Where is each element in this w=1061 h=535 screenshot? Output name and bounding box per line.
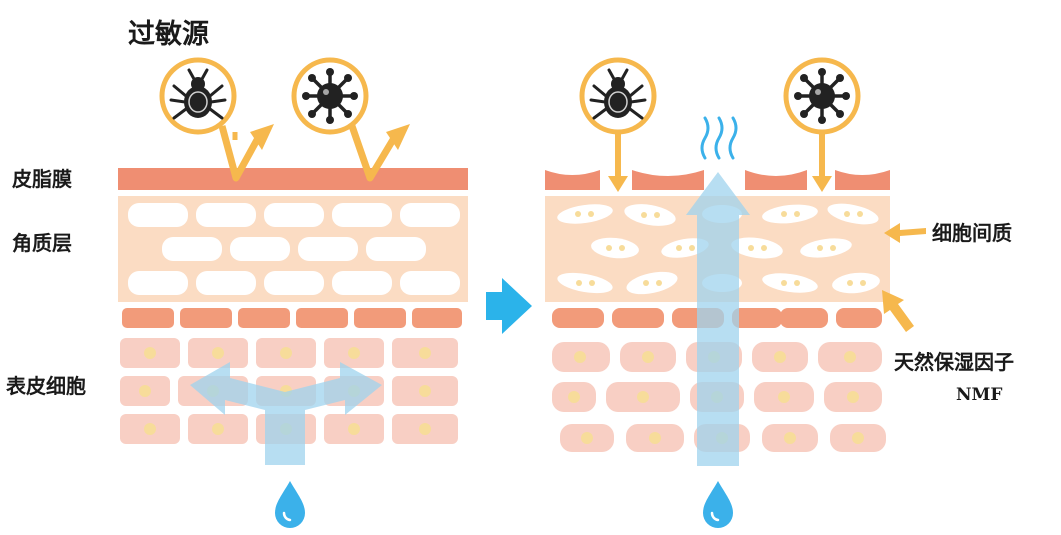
corneocytes (128, 203, 460, 295)
callout-arrow-intercellular (884, 223, 926, 243)
allergen-virus-right (783, 57, 861, 192)
allergen-title: 过敏源 (128, 19, 209, 50)
water-flow-split-arrow (190, 362, 382, 465)
allergen-mite-left (159, 57, 274, 182)
label-nmf-abbr: NMF (956, 385, 1003, 405)
virus-icon (300, 66, 360, 126)
right-arrow-icon (486, 278, 532, 334)
water-loss-up-arrow (686, 172, 750, 466)
label-sebum-film: 皮脂膜 (12, 167, 72, 191)
epidermal-cells-right (552, 342, 886, 452)
allergen-mite-right (579, 57, 657, 192)
label-stratum-corneum: 角质层 (12, 231, 72, 255)
label-nmf: 天然保湿因子 (894, 350, 1014, 374)
allergen-virus-left (291, 57, 410, 182)
virus-icon-right (792, 66, 852, 126)
water-drop-icon-right (701, 479, 735, 530)
callout-arrow-nmf (882, 290, 914, 332)
left-panel-healthy-skin (118, 57, 468, 530)
sebum-film-layer (118, 168, 468, 190)
basal-brick-row (122, 308, 462, 328)
steam-icon (700, 116, 738, 160)
label-intercellular-matrix: 细胞间质 (932, 221, 1012, 245)
broken-sebum-film (545, 170, 890, 190)
right-panel-damaged-skin (545, 57, 926, 530)
water-drop-icon (273, 479, 307, 530)
nmf-particles (575, 211, 866, 286)
label-epidermal-cells: 表皮细胞 (6, 374, 86, 398)
